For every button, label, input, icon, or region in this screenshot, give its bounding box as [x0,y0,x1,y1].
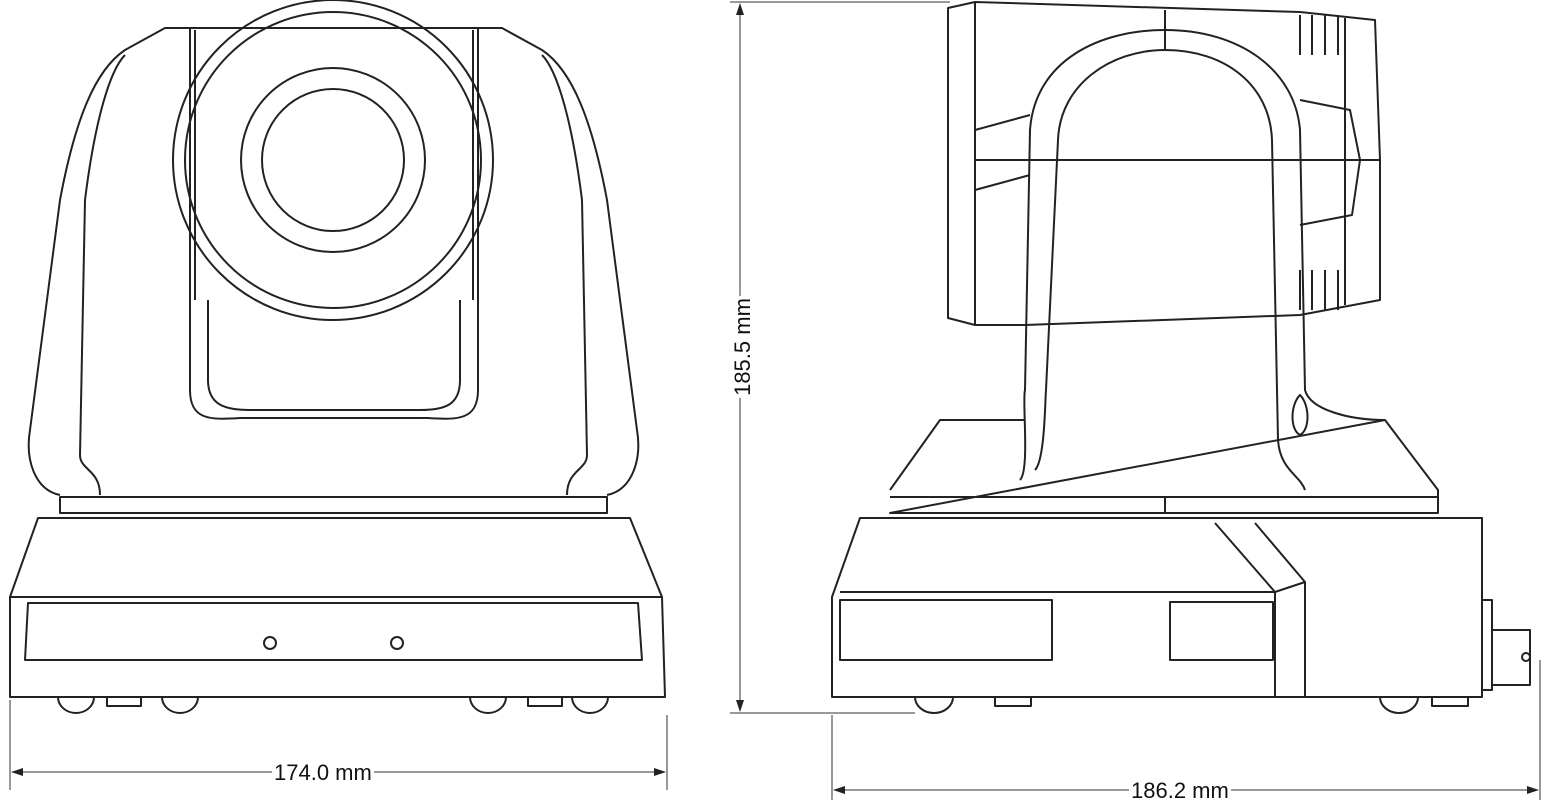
front-screw-icon [390,636,404,650]
connector-hole-icon [1521,652,1531,662]
front-left-arm [27,27,241,496]
front-view [9,0,666,714]
side-hole [1291,394,1309,436]
side-yoke-arch [1019,29,1386,491]
front-plate [59,496,608,514]
side-feet [914,696,1469,714]
front-right-arm [427,27,640,496]
front-screw-icon [263,636,277,650]
front-panel [24,602,643,661]
lens-outer-ring [172,0,494,321]
side-vents [1299,15,1339,310]
side-lens-barrel [974,99,1380,226]
side-window [1169,601,1274,661]
side-base [831,517,1483,698]
width-label: 174.0 mm [272,760,374,786]
side-panel [839,599,1053,661]
front-feet [57,696,609,714]
lens-inner-ring [240,67,426,253]
side-connector [1482,599,1531,691]
height-label: 185.5 mm [729,296,756,398]
front-base [9,517,666,698]
lens-ring [184,11,482,309]
lens-glass [261,88,405,232]
front-head-body [190,27,478,419]
side-head [947,1,1381,326]
side-mount-wedge [889,419,1439,514]
depth-label: 186.2 mm [1129,778,1231,804]
side-view [831,1,1531,714]
